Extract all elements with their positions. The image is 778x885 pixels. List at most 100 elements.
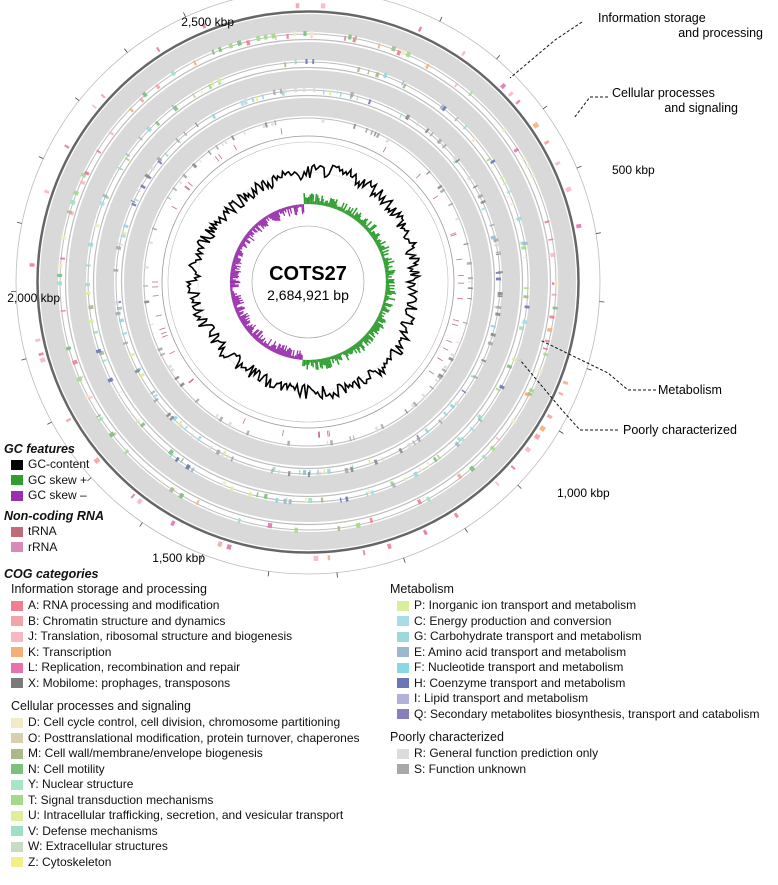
callout-line [573, 96, 608, 119]
gc-skew-bar [348, 348, 353, 355]
feature-mark [171, 104, 176, 110]
gc-skew-bar [235, 252, 243, 257]
feature-mark [466, 261, 473, 265]
feature-mark [487, 341, 494, 346]
feature-mark [199, 88, 204, 95]
gc-skew-bar [238, 245, 243, 249]
gc-skew-bar [325, 200, 329, 207]
callout-cellular-line2: and signaling [664, 101, 738, 115]
feature-mark [256, 491, 259, 498]
feature-mark [228, 42, 234, 49]
feature-mark [207, 150, 212, 156]
feature-mark [401, 80, 405, 86]
tick [403, 557, 406, 563]
feature-mark [183, 131, 188, 137]
feature-mark [318, 471, 322, 477]
swatch [11, 678, 23, 689]
feature-mark [170, 520, 176, 527]
gc-skew-bar [258, 338, 264, 344]
gc-skew-bar [231, 294, 236, 297]
feature-mark [148, 323, 154, 326]
swatch [11, 542, 23, 553]
feature-mark [522, 256, 528, 259]
gc-skew-bar [239, 315, 247, 320]
feature-mark [147, 240, 154, 245]
feature-mark [214, 144, 220, 150]
tick [439, 16, 443, 22]
gc-skew-bar [233, 305, 238, 308]
swatch [11, 717, 23, 728]
feature-mark [166, 364, 173, 370]
feature-mark [271, 33, 276, 39]
gc-skew-bar [261, 218, 268, 227]
gc-skew-bar [310, 359, 313, 366]
feature-mark [426, 170, 431, 175]
gc-skew-bar [250, 227, 257, 233]
feature-mark [436, 374, 443, 380]
feature-mark [159, 352, 166, 357]
feature-mark [294, 527, 298, 533]
gc-skew-bar [317, 359, 320, 362]
feature-mark [470, 374, 476, 380]
gc-skew-bar [295, 350, 299, 360]
tick [16, 222, 23, 224]
feature-mark [107, 377, 114, 383]
feature-mark [95, 348, 102, 354]
feature-mark [461, 50, 466, 57]
feature-mark [88, 305, 94, 310]
feature-mark [92, 330, 99, 335]
legend-item: G: Carbohydrate transport and metabolism [397, 629, 760, 645]
feature-mark [506, 189, 512, 194]
feature-mark [522, 241, 528, 246]
feature-mark [313, 87, 316, 93]
feature-mark [436, 454, 442, 460]
gc-skew-bar [230, 277, 233, 280]
feature-mark [34, 338, 41, 343]
feature-mark [463, 242, 469, 246]
feature-mark [286, 33, 289, 39]
gc-skew-bar [269, 213, 274, 221]
ncrna-mark [442, 347, 449, 351]
gc-skew-bar [362, 337, 369, 344]
gc-skew-bar [385, 269, 389, 272]
gc-skew-bar [364, 335, 370, 341]
swatch [397, 631, 409, 642]
feature-mark [412, 471, 419, 478]
swatch [11, 631, 23, 642]
gc-skew-bar [384, 298, 389, 301]
gc-skew-bar [382, 257, 386, 260]
gc-skew-bar [378, 314, 383, 319]
position-label-500kbp: 500 kbp [612, 163, 655, 177]
feature-mark [130, 493, 136, 499]
feature-mark [43, 189, 50, 194]
feature-mark [293, 87, 298, 93]
gc-skew-bar [297, 353, 300, 360]
ncrna-mark [327, 430, 329, 437]
gc-skew-bar [294, 355, 297, 360]
feature-mark [101, 359, 107, 363]
gc-skew-bar [348, 207, 354, 216]
feature-mark [406, 442, 413, 449]
feature-mark [386, 543, 392, 550]
gc-skew-bar [361, 218, 369, 226]
feature-mark [329, 440, 334, 446]
feature-mark [264, 122, 268, 128]
feature-mark [377, 43, 381, 49]
feature-mark [575, 223, 582, 229]
gc-skew-bar [357, 218, 361, 223]
gc-skew-bar [325, 357, 330, 369]
feature-mark [404, 114, 411, 121]
gc-skew-bar [362, 222, 367, 227]
legend-label: D: Cell cycle control, cell division, ch… [28, 715, 341, 730]
feature-mark [454, 116, 459, 122]
legend-item: T: Signal transduction mechanisms [11, 793, 360, 809]
feature-mark [156, 156, 163, 163]
gc-skew-bar [380, 253, 384, 256]
feature-mark [467, 297, 473, 300]
gc-skew-bar [347, 210, 351, 216]
feature-mark [191, 162, 198, 169]
gc-skew-bar [365, 334, 374, 342]
feature-mark [396, 49, 402, 56]
feature-mark [399, 113, 403, 119]
feature-mark [454, 441, 461, 448]
